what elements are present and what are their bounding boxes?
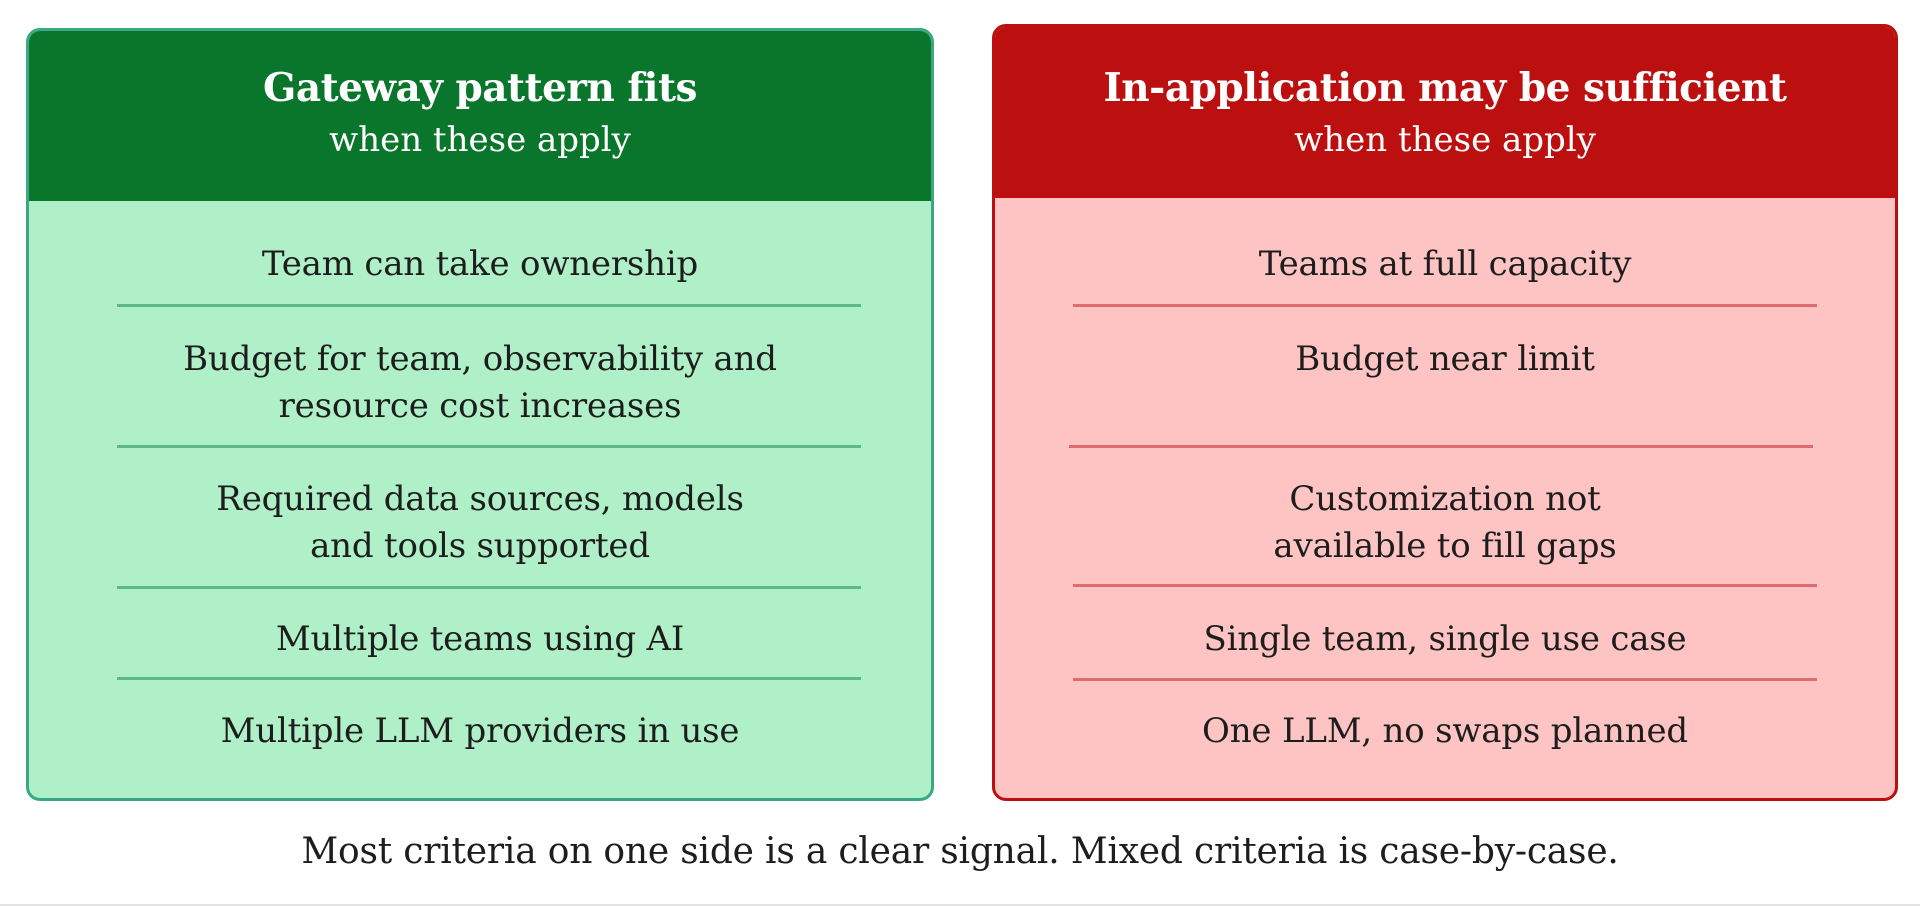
gateway-pattern-header: Gateway pattern fits when these apply bbox=[29, 31, 931, 201]
in-app-criterion-capacity: Teams at full capacity bbox=[1258, 244, 1632, 284]
in-app-divider-1 bbox=[1073, 304, 1817, 307]
in-app-criterion-budget: Budget near limit bbox=[1295, 339, 1595, 379]
in-app-divider-2 bbox=[1069, 445, 1813, 448]
gateway-pattern-panel: Gateway pattern fits when these apply Te… bbox=[26, 28, 934, 801]
in-app-divider-3 bbox=[1073, 584, 1817, 587]
gateway-pattern-subtitle: when these apply bbox=[329, 120, 631, 160]
in-application-title: In-application may be sufficient bbox=[1103, 65, 1787, 111]
bottom-divider bbox=[0, 904, 1920, 906]
gateway-criterion-data-sources: Required data sources, models and tools … bbox=[216, 479, 744, 566]
in-application-panel: In-application may be sufficient when th… bbox=[992, 24, 1898, 801]
gateway-divider-2 bbox=[117, 445, 861, 448]
footer-note: Most criteria on one side is a clear sig… bbox=[301, 831, 1619, 872]
gateway-pattern-title: Gateway pattern fits bbox=[263, 65, 697, 111]
gateway-criterion-ownership: Team can take ownership bbox=[261, 244, 699, 284]
gateway-criterion-multiple-teams: Multiple teams using AI bbox=[275, 619, 685, 659]
gateway-criterion-budget: Budget for team, observability and resou… bbox=[183, 339, 777, 426]
gateway-criterion-multiple-providers: Multiple LLM providers in use bbox=[220, 711, 740, 751]
in-app-criterion-customization: Customization not available to fill gaps bbox=[1273, 479, 1617, 566]
gateway-divider-4 bbox=[117, 677, 861, 680]
in-application-header: In-application may be sufficient when th… bbox=[995, 27, 1895, 198]
in-app-divider-4 bbox=[1073, 678, 1817, 681]
in-app-criterion-single-team: Single team, single use case bbox=[1203, 619, 1687, 659]
in-app-criterion-one-llm: One LLM, no swaps planned bbox=[1202, 711, 1688, 751]
gateway-divider-1 bbox=[117, 304, 861, 307]
in-application-subtitle: when these apply bbox=[1294, 120, 1596, 160]
gateway-divider-3 bbox=[117, 586, 861, 589]
